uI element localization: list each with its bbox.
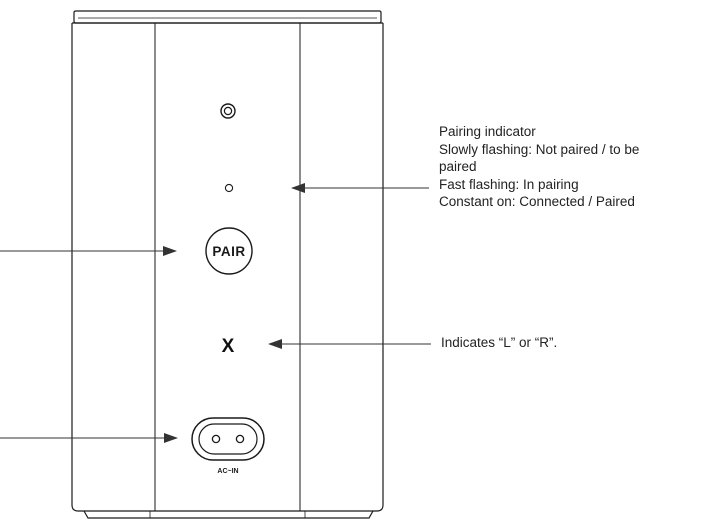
speaker-top-cap: [73, 10, 382, 24]
reset-hole-icon: [220, 103, 236, 119]
channel-mark-callout: Indicates “L” or “R”.: [441, 334, 701, 352]
callout-line: Fast flashing: In pairing: [439, 176, 579, 192]
callout-arrows: [0, 183, 431, 443]
pair-button-label: PAIR: [212, 244, 245, 259]
callout-line: Constant on: Connected / Paired: [439, 194, 635, 209]
speaker-base: [83, 510, 374, 519]
pairing-indicator-callout: Pairing indicator Slowly flashing: Not p…: [439, 123, 714, 211]
channel-mark: X: [222, 336, 235, 357]
callout-line: paired: [439, 159, 477, 174]
panel-seams: [154, 23, 301, 511]
ac-inlet-icon: [191, 417, 265, 461]
pair-button: PAIR: [205, 227, 253, 275]
callout-line: Pairing indicator: [439, 124, 536, 139]
callout-text: Indicates “L” or “R”.: [441, 335, 558, 350]
speaker-body: [71, 22, 384, 512]
callout-line: Slowly flashing: Not paired / to be: [439, 141, 640, 157]
ac-in-label: AC~IN: [217, 468, 238, 475]
pairing-indicator-led: [224, 183, 234, 193]
